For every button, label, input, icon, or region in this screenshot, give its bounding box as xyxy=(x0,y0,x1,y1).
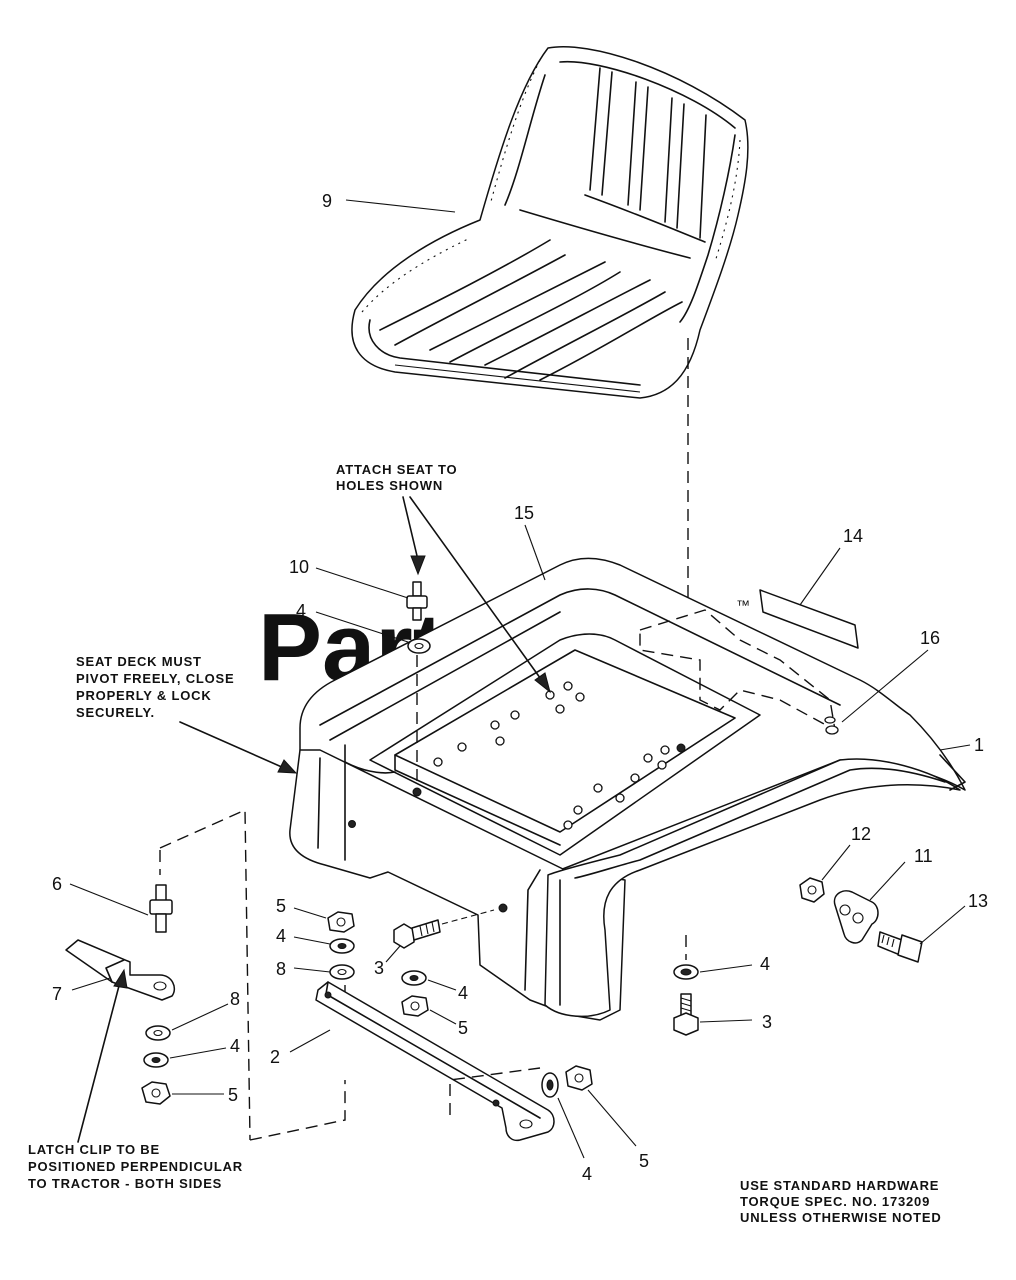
bolt-3-mid: 3 xyxy=(374,903,508,978)
brace-2: 2 xyxy=(270,981,555,1142)
callout-lockwasher-mid2: 4 xyxy=(458,983,468,1003)
decal-label: 14 xyxy=(759,526,863,649)
lockwasher-4-mid: 4 xyxy=(276,926,355,954)
latch-clip-7: 7 xyxy=(52,939,176,1004)
callout-brace-2: 2 xyxy=(270,1047,280,1067)
callout-nut-12: 12 xyxy=(851,824,871,844)
callout-stud-10: 10 xyxy=(289,557,309,577)
callout-clip-7: 7 xyxy=(52,984,62,1004)
seat xyxy=(351,46,749,399)
leader-16 xyxy=(841,649,929,723)
nut-5-left: 5 xyxy=(141,1081,238,1105)
nut-12: 12 xyxy=(799,824,871,903)
callout-washer-8-left: 8 xyxy=(230,989,240,1009)
callout-bolt-right: 3 xyxy=(762,1012,772,1032)
callout-nut-bottom: 5 xyxy=(639,1151,649,1171)
callout-washer-top: 4 xyxy=(296,601,306,621)
mount-line-brace xyxy=(449,1067,541,1115)
stud-6: 6 xyxy=(52,874,173,933)
mount-line-latch-1 xyxy=(159,808,251,1141)
mount-line-latch-2 xyxy=(249,1080,346,1141)
callout-nut-mid2: 5 xyxy=(458,1018,468,1038)
nut-5-mid: 5 xyxy=(276,896,355,933)
note-attach-seat-line2: HOLES SHOWN xyxy=(336,478,443,493)
callout-lockwasher-left: 4 xyxy=(230,1036,240,1056)
note-hardware-line3: UNLESS OTHERWISE NOTED xyxy=(740,1210,942,1225)
fender-assembly xyxy=(289,557,966,1021)
bracket-11: 11 xyxy=(833,846,933,944)
callout-1: 1 xyxy=(974,735,984,755)
note-seat-deck-line4: SECURELY. xyxy=(76,705,155,720)
note-hardware-line1: USE STANDARD HARDWARE xyxy=(740,1178,939,1193)
callout-bracket-11: 11 xyxy=(914,846,933,866)
note-seat-deck-line3: PROPERLY & LOCK xyxy=(76,688,212,703)
bolt-3-right: 3 xyxy=(673,993,772,1036)
washer-4-top: 4 xyxy=(296,601,431,654)
leader-deck xyxy=(524,524,546,581)
note-latch-line3: TO TRACTOR - BOTH SIDES xyxy=(28,1176,222,1191)
lockwasher-4-left: 4 xyxy=(143,1036,240,1068)
callout-nut-left: 5 xyxy=(228,1085,238,1105)
callout-stud-6: 6 xyxy=(52,874,62,894)
callout-decal: 14 xyxy=(843,526,863,546)
note-hardware-line2: TORQUE SPEC. NO. 173209 xyxy=(740,1194,930,1209)
note-seat-deck-line1: SEAT DECK MUST xyxy=(76,654,202,669)
callout-bolt-mid: 3 xyxy=(374,958,384,978)
note-attach-seat: ATTACH SEAT TO HOLES SHOWN xyxy=(336,462,551,694)
note-hardware: USE STANDARD HARDWARE TORQUE SPEC. NO. 1… xyxy=(740,1178,942,1225)
note-seat-deck: SEAT DECK MUST PIVOT FREELY, CLOSE PROPE… xyxy=(76,654,298,774)
washer-8-mid: 8 xyxy=(276,959,355,980)
note-seat-deck-line2: PIVOT FREELY, CLOSE xyxy=(76,671,234,686)
lockwasher-4-mid2: 4 xyxy=(401,970,468,1003)
callout-16: 16 xyxy=(920,628,940,648)
washer-4-right: 4 xyxy=(673,954,770,980)
note-latch-line2: POSITIONED PERPENDICULAR xyxy=(28,1159,243,1174)
note-latch-line1: LATCH CLIP TO BE xyxy=(28,1142,160,1157)
callout-deck: 15 xyxy=(514,503,534,523)
bolt-13: 13 xyxy=(877,891,988,963)
callout-lockwasher-mid: 4 xyxy=(276,926,286,946)
stud-10: 10 xyxy=(289,557,428,621)
nut-5-bottom: 5 xyxy=(565,1065,649,1171)
callout-nut-mid: 5 xyxy=(276,896,286,916)
leader-seat xyxy=(345,199,456,213)
watermark-trademark: ™ xyxy=(736,597,750,613)
callout-bolt-13: 13 xyxy=(968,891,988,911)
note-attach-seat-line1: ATTACH SEAT TO xyxy=(336,462,457,477)
note-latch-clip: LATCH CLIP TO BE POSITIONED PERPENDICULA… xyxy=(28,968,243,1191)
callout-washer-8-mid: 8 xyxy=(276,959,286,979)
callout-lockwasher-bottom: 4 xyxy=(582,1164,592,1184)
callout-seat: 9 xyxy=(322,191,332,211)
lockwasher-4-bottom: 4 xyxy=(541,1072,592,1184)
leader-1 xyxy=(939,744,971,751)
callout-washer-right: 4 xyxy=(760,954,770,974)
washer-8-left: 8 xyxy=(145,989,240,1041)
nut-5-mid2: 5 xyxy=(401,995,468,1038)
